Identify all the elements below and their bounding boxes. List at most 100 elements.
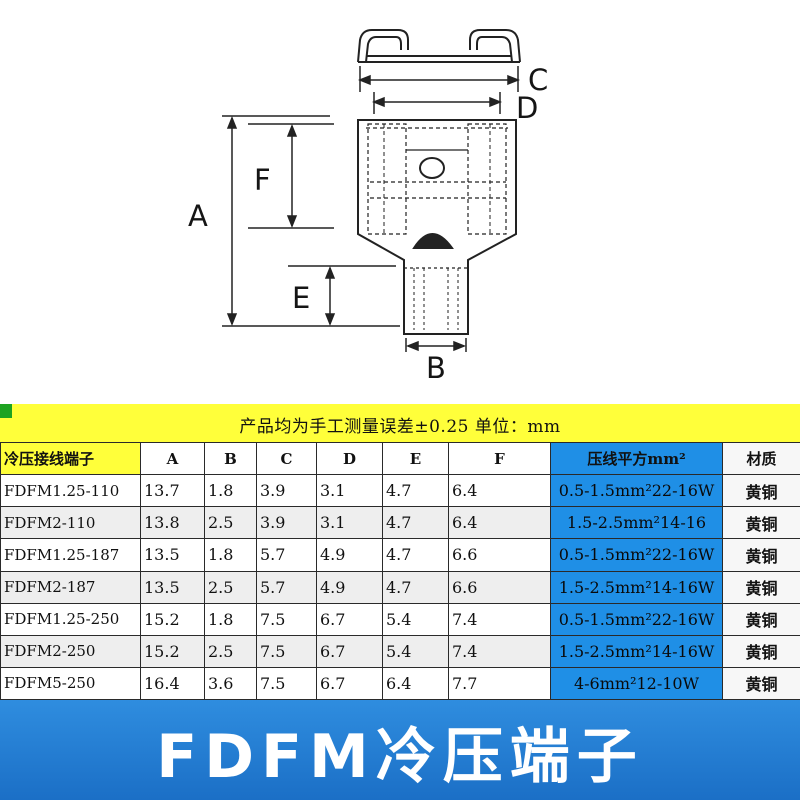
dimension-d-line bbox=[371, 92, 503, 114]
dimension-cell: 4.9 bbox=[316, 570, 383, 604]
model-cell: FDFM1.25-187 bbox=[0, 538, 141, 572]
dimension-label-e: E bbox=[292, 281, 310, 315]
dimension-cell: 4.7 bbox=[382, 570, 449, 604]
column-header: B bbox=[204, 441, 257, 476]
column-header: 冷压接线端子 bbox=[0, 441, 141, 476]
material-cell: 黄铜 bbox=[722, 666, 800, 701]
dimension-cell: 3.9 bbox=[256, 506, 317, 540]
wire-size-cell: 1.5-2.5mm²14-16W bbox=[550, 634, 723, 668]
dimension-cell: 3.6 bbox=[204, 666, 257, 701]
dimension-label-c: C bbox=[528, 63, 548, 97]
dimension-cell: 6.7 bbox=[316, 666, 383, 701]
material-cell: 黄铜 bbox=[722, 570, 800, 604]
spec-table: 冷压接线端子 A B C D E F 压线平方mm² 材质 FDFM1.25-1… bbox=[0, 441, 800, 701]
wire-size-cell: 4-6mm²12-10W bbox=[550, 666, 723, 701]
dimension-cell: 4.7 bbox=[382, 474, 449, 508]
column-header: D bbox=[316, 441, 383, 476]
dimension-cell: 2.5 bbox=[204, 634, 257, 668]
dimension-label-a: A bbox=[188, 199, 208, 233]
dimension-cell: 16.4 bbox=[140, 666, 205, 701]
column-header: C bbox=[256, 441, 317, 476]
column-header: 压线平方mm² bbox=[550, 441, 723, 476]
dimension-cell: 4.9 bbox=[316, 538, 383, 572]
footer-banner: FDFM冷压端子 bbox=[0, 700, 800, 800]
material-cell: 黄铜 bbox=[722, 634, 800, 668]
dimension-cell: 5.7 bbox=[256, 538, 317, 572]
dimension-cell: 13.7 bbox=[140, 474, 205, 508]
model-cell: FDFM1.25-250 bbox=[0, 602, 141, 636]
wire-size-cell: 0.5-1.5mm²22-16W bbox=[550, 474, 723, 508]
dimension-cell: 4.7 bbox=[382, 506, 449, 540]
dimension-cell: 1.8 bbox=[204, 602, 257, 636]
measurement-note-bar: 产品均为手工测量误差±0.25 单位：mm bbox=[0, 404, 800, 442]
dimension-cell: 2.5 bbox=[204, 506, 257, 540]
dimension-e-line bbox=[288, 265, 396, 327]
dimension-label-b: B bbox=[426, 351, 446, 385]
model-cell: FDFM2-110 bbox=[0, 506, 141, 540]
column-header: E bbox=[382, 441, 449, 476]
material-cell: 黄铜 bbox=[722, 506, 800, 540]
dimension-label-d: D bbox=[516, 91, 538, 125]
dimension-f-line bbox=[248, 123, 334, 229]
dimension-cell: 6.7 bbox=[316, 602, 383, 636]
model-cell: FDFM1.25-110 bbox=[0, 474, 141, 508]
dimension-cell: 13.8 bbox=[140, 506, 205, 540]
material-cell: 黄铜 bbox=[722, 538, 800, 572]
dimension-cell: 6.4 bbox=[448, 506, 551, 540]
dimension-cell: 13.5 bbox=[140, 538, 205, 572]
dimension-cell: 3.1 bbox=[316, 506, 383, 540]
dimension-cell: 5.4 bbox=[382, 634, 449, 668]
dimension-b-line bbox=[405, 338, 467, 352]
model-cell: FDFM5-250 bbox=[0, 666, 141, 701]
product-title: FDFM冷压端子 bbox=[156, 722, 644, 792]
dimension-cell: 1.8 bbox=[204, 474, 257, 508]
dimension-cell: 6.6 bbox=[448, 538, 551, 572]
table-header-row: 冷压接线端子 A B C D E F 压线平方mm² 材质 bbox=[0, 441, 800, 476]
dimension-cell: 3.9 bbox=[256, 474, 317, 508]
model-cell: FDFM2-187 bbox=[0, 570, 141, 604]
dimension-cell: 3.1 bbox=[316, 474, 383, 508]
dimension-cell: 6.6 bbox=[448, 570, 551, 604]
dimension-cell: 6.4 bbox=[448, 474, 551, 508]
dimension-cell: 1.8 bbox=[204, 538, 257, 572]
wire-size-cell: 0.5-1.5mm²22-16W bbox=[550, 602, 723, 636]
column-header: F bbox=[448, 441, 551, 476]
dimension-cell: 7.5 bbox=[256, 634, 317, 668]
wire-size-cell: 0.5-1.5mm²22-16W bbox=[550, 538, 723, 572]
dimension-cell: 15.2 bbox=[140, 634, 205, 668]
dimension-cell: 6.7 bbox=[316, 634, 383, 668]
material-cell: 黄铜 bbox=[722, 474, 800, 508]
dimension-cell: 5.7 bbox=[256, 570, 317, 604]
wire-size-cell: 1.5-2.5mm²14-16 bbox=[550, 506, 723, 540]
dimension-cell: 15.2 bbox=[140, 602, 205, 636]
column-header: 材质 bbox=[722, 441, 800, 476]
dimension-cell: 7.4 bbox=[448, 634, 551, 668]
model-cell: FDFM2-250 bbox=[0, 634, 141, 668]
dimension-label-f: F bbox=[254, 163, 271, 197]
material-cell: 黄铜 bbox=[722, 602, 800, 636]
dimension-cell: 6.4 bbox=[382, 666, 449, 701]
dimension-cell: 7.4 bbox=[448, 602, 551, 636]
spec-table-body: 冷压接线端子 A B C D E F 压线平方mm² 材质 FDFM1.25-1… bbox=[0, 441, 800, 701]
dimension-cell: 2.5 bbox=[204, 570, 257, 604]
wire-size-cell: 1.5-2.5mm²14-16W bbox=[550, 570, 723, 604]
dimension-cell: 5.4 bbox=[382, 602, 449, 636]
dimension-cell: 4.7 bbox=[382, 538, 449, 572]
dimension-cell: 7.5 bbox=[256, 602, 317, 636]
dimension-cell: 7.7 bbox=[448, 666, 551, 701]
terminal-top-profile bbox=[357, 29, 521, 63]
dimension-c-line bbox=[357, 66, 521, 92]
column-header: A bbox=[140, 441, 205, 476]
terminal-dimension-diagram: A B C D E F bbox=[188, 29, 548, 385]
measurement-note: 产品均为手工测量误差±0.25 单位：mm bbox=[239, 417, 561, 437]
corner-accent bbox=[0, 404, 12, 418]
dimension-a-line bbox=[222, 115, 400, 327]
dimension-cell: 13.5 bbox=[140, 570, 205, 604]
